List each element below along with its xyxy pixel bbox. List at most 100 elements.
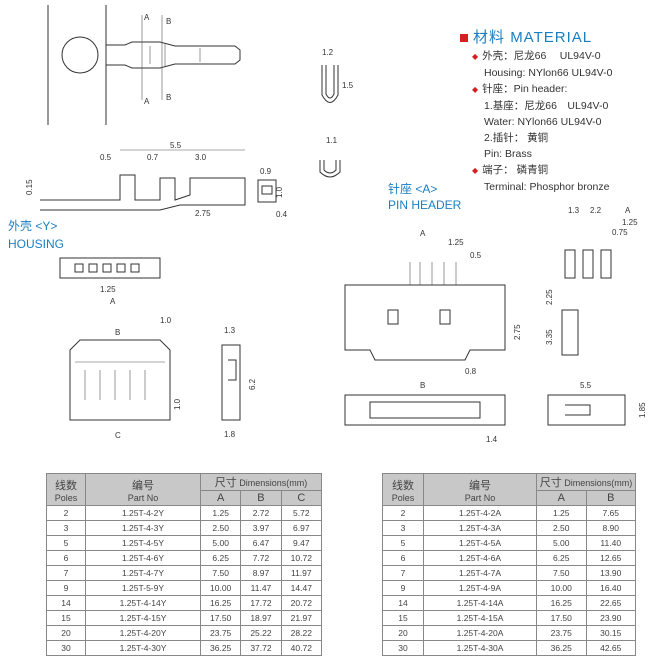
svg-text:1.85: 1.85: [638, 402, 647, 418]
table-cell: 15: [382, 610, 424, 626]
housing-label: HOUSING: [8, 237, 64, 251]
material-title-cn: 材料: [473, 29, 506, 46]
table-cell: 23.75: [199, 625, 242, 641]
table-cell: 10.00: [536, 580, 587, 596]
material-line: 端子： 磷青铜: [482, 164, 549, 176]
table-cell: 2: [382, 505, 424, 521]
material-line: Water: NYlon66 UL94V-0: [484, 116, 602, 128]
table-cell: 1.25T-4-20Y: [85, 625, 201, 641]
table-cell: 1.25T-4-30Y: [85, 640, 201, 656]
svg-text:0.4: 0.4: [276, 210, 288, 219]
table-cell: 1.25: [536, 505, 587, 521]
table-cell: 40.72: [280, 640, 323, 656]
table-cell: 1.25T-4-3Y: [85, 520, 201, 536]
svg-text:B: B: [420, 381, 425, 390]
svg-text:0.5: 0.5: [100, 153, 112, 162]
table-cell: 11.97: [280, 565, 323, 581]
table-cell: 2.50: [536, 520, 587, 536]
svg-text:3.35: 3.35: [545, 329, 554, 345]
table-cell: 11.47: [240, 580, 282, 596]
svg-text:A: A: [110, 297, 116, 306]
table-cell: 36.25: [199, 640, 242, 656]
table-cell: 2: [46, 505, 86, 521]
table-cell: 13.90: [585, 565, 636, 581]
svg-text:B: B: [115, 328, 120, 337]
svg-text:0.15: 0.15: [25, 179, 34, 195]
svg-text:1.8: 1.8: [224, 430, 236, 439]
table-cell: 3: [46, 520, 86, 536]
svg-text:A: A: [625, 206, 631, 215]
table-cell: 42.65: [585, 640, 636, 656]
column-header: B: [240, 490, 282, 506]
table-cell: 7: [382, 565, 424, 581]
column-header: B: [585, 490, 636, 506]
table-cell: 7.50: [536, 565, 587, 581]
svg-text:1.4: 1.4: [486, 435, 498, 444]
table-cell: 3: [382, 520, 424, 536]
diamond-bullet-icon: ◆: [472, 166, 479, 175]
table-cell: 17.50: [536, 610, 587, 626]
svg-text:1.3: 1.3: [568, 206, 580, 215]
table-cell: 1.25T-4-5Y: [85, 535, 201, 551]
svg-text:6.2: 6.2: [248, 378, 257, 390]
table-cell: 1.25T-4-30A: [423, 640, 537, 656]
table-cell: 36.25: [536, 640, 587, 656]
table-cell: 6.97: [280, 520, 323, 536]
table-cell: 1.25T-5-9Y: [85, 580, 201, 596]
table-cell: 28.22: [280, 625, 323, 641]
svg-text:A: A: [144, 97, 150, 106]
table-cell: 16.25: [536, 595, 587, 611]
column-header: A: [199, 490, 242, 506]
svg-text:1.25: 1.25: [622, 218, 638, 227]
svg-text:1.25: 1.25: [100, 285, 116, 294]
svg-text:1.0: 1.0: [275, 186, 284, 198]
diamond-bullet-icon: ◆: [472, 52, 479, 61]
table-cell: 10.00: [199, 580, 242, 596]
table-cell: 1.25T-4-6A: [423, 550, 537, 566]
table-cell: 21.97: [280, 610, 323, 626]
material-line: 2.插针： 黄铜: [484, 132, 549, 144]
table-cell: 8.97: [240, 565, 282, 581]
table-cell: 9: [382, 580, 424, 596]
material-title: MATERIAL: [510, 29, 593, 46]
table-cell: 23.75: [536, 625, 587, 641]
svg-text:2.2: 2.2: [590, 206, 602, 215]
table-cell: 9.47: [280, 535, 323, 551]
table-cell: 5: [46, 535, 86, 551]
svg-text:A: A: [144, 13, 150, 22]
table-cell: 5.00: [199, 535, 242, 551]
table-cell: 22.65: [585, 595, 636, 611]
material-panel: 材料 MATERIAL ◆外壳：尼龙66 UL94V-0 Housing: NY…: [460, 28, 612, 195]
table-cell: 25.22: [240, 625, 282, 641]
svg-text:0.9: 0.9: [260, 167, 272, 176]
table-cell: 3.97: [240, 520, 282, 536]
table-cell: 7: [46, 565, 86, 581]
table-cell: 6.47: [240, 535, 282, 551]
table-cell: 9: [46, 580, 86, 596]
table-cell: 14.47: [280, 580, 323, 596]
table-cell: 1.25T-4-14A: [423, 595, 537, 611]
material-line: Housing: NYlon66 UL94V-0: [484, 67, 613, 79]
table-cell: 1.25: [199, 505, 242, 521]
svg-text:5.5: 5.5: [170, 141, 182, 150]
housing-front-view: B1.0 1.0C 1.36.2 1.8: [69, 316, 257, 440]
table-cell: 17.72: [240, 595, 282, 611]
table-cell: 7.72: [240, 550, 282, 566]
table-cell: 5.00: [536, 535, 587, 551]
svg-text:1.3: 1.3: [224, 326, 236, 335]
table-cell: 1.25T-4-14Y: [85, 595, 201, 611]
table-cell: 14: [382, 595, 424, 611]
